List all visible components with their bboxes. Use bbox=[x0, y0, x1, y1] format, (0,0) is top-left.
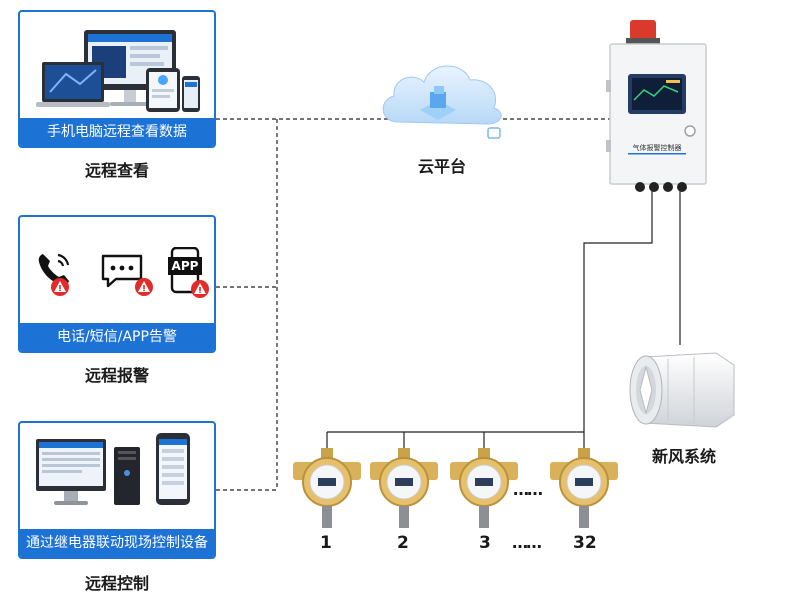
fresh-air-system-label: 新风系统 bbox=[652, 447, 717, 466]
gas-detector-3 bbox=[450, 448, 518, 528]
fresh-air-fan-icon bbox=[629, 352, 735, 428]
gas-detector-2 bbox=[370, 448, 438, 528]
remote-view-caption: 远程查看 bbox=[84, 161, 149, 180]
phone-call-icon bbox=[34, 249, 76, 295]
gas-alarm-controller bbox=[606, 20, 707, 192]
alarm-badge-icon bbox=[134, 277, 154, 301]
detector-ellipsis-bottom: …… bbox=[512, 533, 542, 552]
gas-detector-1 bbox=[293, 448, 361, 528]
gas-detector-32 bbox=[550, 448, 618, 528]
detector-number-3: 3 bbox=[479, 533, 491, 553]
bus-wire bbox=[583, 190, 653, 432]
remote-view-banner: 手机电脑远程查看数据 bbox=[20, 118, 214, 146]
remote-control-panel: 通过继电器联动现场控制设备 bbox=[18, 421, 216, 559]
detector-ellipsis-top: …… bbox=[513, 480, 543, 499]
remote-view-panel: 手机电脑远程查看数据 bbox=[18, 10, 216, 148]
remote-control-caption: 远程控制 bbox=[84, 574, 149, 593]
app-icon-text: APP bbox=[171, 259, 199, 273]
control-devices-illustration bbox=[36, 433, 190, 505]
remote-control-banner: 通过继电器联动现场控制设备 bbox=[20, 529, 214, 557]
alarm-badge-icon bbox=[190, 279, 210, 303]
cloud-platform-label: 云平台 bbox=[418, 157, 467, 176]
detector-number-2: 2 bbox=[397, 533, 409, 553]
app-phone-icon bbox=[168, 246, 202, 299]
detector-number-32: 32 bbox=[573, 533, 597, 553]
devices-illustration bbox=[36, 30, 200, 112]
sms-message-icon bbox=[100, 253, 144, 293]
remote-alarm-banner: 电话/短信/APP告警 bbox=[20, 323, 214, 351]
cloud-platform-icon bbox=[382, 65, 502, 139]
alarm-badge-icon bbox=[50, 277, 70, 301]
detector-number-1: 1 bbox=[320, 533, 332, 553]
remote-alarm-caption: 远程报警 bbox=[84, 366, 149, 385]
remote-alarm-panel: APP 电话/短信/APP告警 bbox=[18, 215, 216, 353]
controller-label: 气体报警控制器 bbox=[632, 144, 682, 152]
